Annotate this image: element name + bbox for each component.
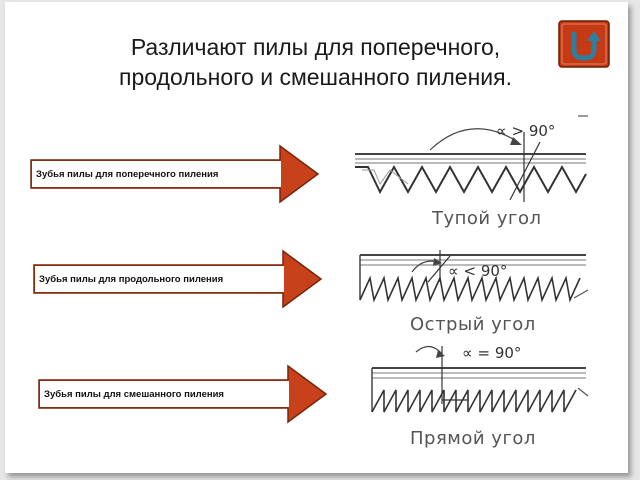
angle-caption: Острый угол [410, 314, 536, 335]
saw-teeth-right-illustration: ∝ = 90° Прямой угол [350, 340, 590, 462]
arrow-shape [30, 144, 320, 204]
arrow-shape [33, 249, 323, 309]
arrow-shape [38, 364, 328, 424]
angle-label: ∝ < 90° [448, 262, 508, 280]
saw-teeth-obtuse-drawing [355, 115, 588, 202]
angle-caption: Тупой угол [432, 208, 542, 229]
angle-caption: Прямой угол [410, 428, 536, 449]
saw-teeth-acute-illustration: ∝ < 90° Острый угол [350, 242, 590, 342]
saw-teeth-obtuse-illustration: ∝ > 90° Тупой угол [350, 112, 590, 237]
saw-teeth-right-drawing [371, 345, 589, 413]
title-line-1: Различают пилы для поперечного, [130, 34, 501, 60]
arrow-crosscut: Зубья пилы для поперечного пиления [30, 144, 320, 204]
back-button[interactable] [558, 20, 610, 68]
arrow-mixed: Зубья пилы для смешанного пиления [38, 364, 328, 424]
saw-teeth-acute-drawing [359, 250, 589, 303]
arrow-rip: Зубья пилы для продольного пиления [33, 249, 323, 309]
angle-label: ∝ = 90° [462, 344, 522, 362]
u-turn-arrow-icon [558, 20, 610, 68]
title-line-2: продольного и смешанного пиления. [119, 64, 512, 90]
slide-title: Различают пилы для поперечного, продольн… [43, 32, 588, 92]
angle-label: ∝ > 90° [496, 122, 556, 140]
slide: Различают пилы для поперечного, продольн… [5, 2, 628, 473]
